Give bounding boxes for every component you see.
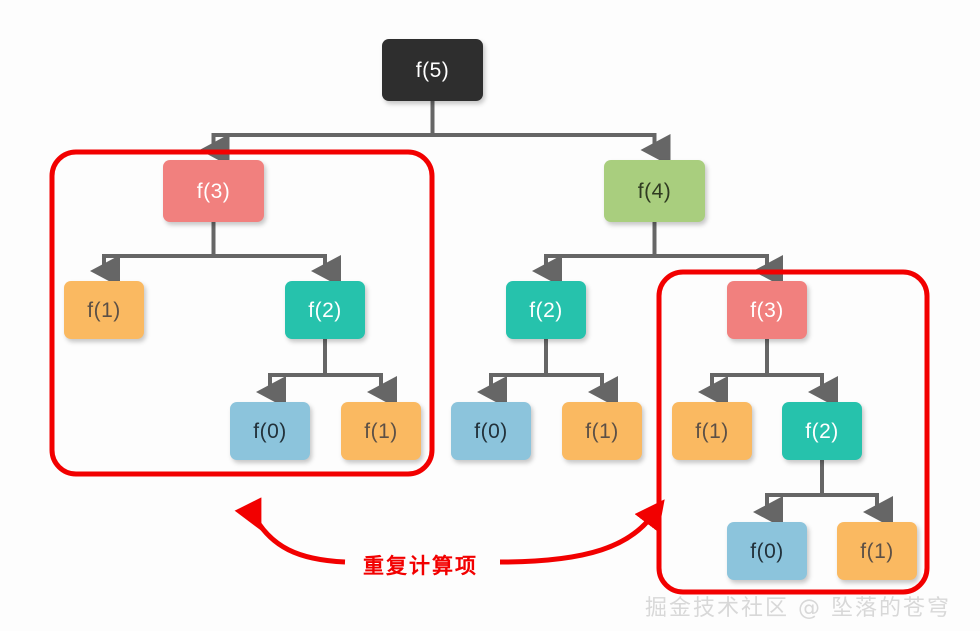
tree-node-f4[interactable]: f(4) [604, 160, 705, 222]
tree-node-f1[interactable]: f(1) [837, 522, 917, 580]
tree-node-f5[interactable]: f(5) [382, 39, 483, 101]
tree-node-f1[interactable]: f(1) [64, 281, 144, 339]
tree-node-label: f(1) [364, 419, 398, 443]
edge-connector [532, 254, 655, 287]
edge-connector [698, 373, 767, 408]
tree-node-f2[interactable]: f(2) [782, 402, 862, 460]
duplicate-computation-label: 重复计算项 [363, 554, 478, 578]
tree-node-f3[interactable]: f(3) [727, 281, 807, 339]
edge-connector [477, 373, 546, 408]
edge-connector [767, 373, 838, 408]
tree-node-label: f(1) [860, 539, 894, 563]
hl-right [656, 269, 930, 595]
tree-node-f0[interactable]: f(0) [451, 402, 531, 460]
watermark: 掘金技术社区 @ 坠落的苍穹 [645, 596, 951, 621]
tree-node-label: f(5) [415, 58, 450, 82]
tree-node-f3[interactable]: f(3) [163, 160, 264, 222]
duplicate-arrow-right [499, 499, 665, 565]
tree-node-f1[interactable]: f(1) [341, 402, 421, 460]
edge-connector [546, 373, 618, 408]
tree-node-label: f(0) [253, 419, 287, 443]
edge-connector [90, 254, 214, 287]
tree-node-f2[interactable]: f(2) [285, 281, 365, 339]
edge-connector [199, 133, 433, 166]
duplicate-arrow-left [234, 497, 346, 565]
tree-node-f0[interactable]: f(0) [727, 522, 807, 580]
tree-node-f1[interactable]: f(1) [672, 402, 752, 460]
tree-node-label: f(2) [529, 298, 563, 322]
edge-connector [753, 493, 822, 528]
edge-connector [213, 254, 341, 287]
tree-node-label: f(2) [308, 298, 342, 322]
tree-node-label: f(4) [637, 179, 672, 203]
tree-node-label: f(2) [805, 419, 839, 443]
edge-connector [325, 373, 397, 408]
tree-node-label: f(1) [87, 298, 121, 322]
edge-connector [432, 133, 671, 166]
edge-connector [654, 254, 783, 287]
hl-left [49, 149, 435, 477]
tree-node-label: f(1) [585, 419, 619, 443]
edge-connector [256, 373, 325, 408]
edge-connector [822, 493, 893, 528]
tree-node-label: f(1) [695, 419, 729, 443]
tree-node-label: f(0) [750, 539, 784, 563]
tree-node-label: f(3) [750, 298, 784, 322]
tree-node-f1[interactable]: f(1) [562, 402, 642, 460]
tree-node-label: f(3) [196, 179, 231, 203]
tree-node-f2[interactable]: f(2) [506, 281, 586, 339]
tree-node-label: f(0) [474, 419, 508, 443]
tree-node-f0[interactable]: f(0) [230, 402, 310, 460]
